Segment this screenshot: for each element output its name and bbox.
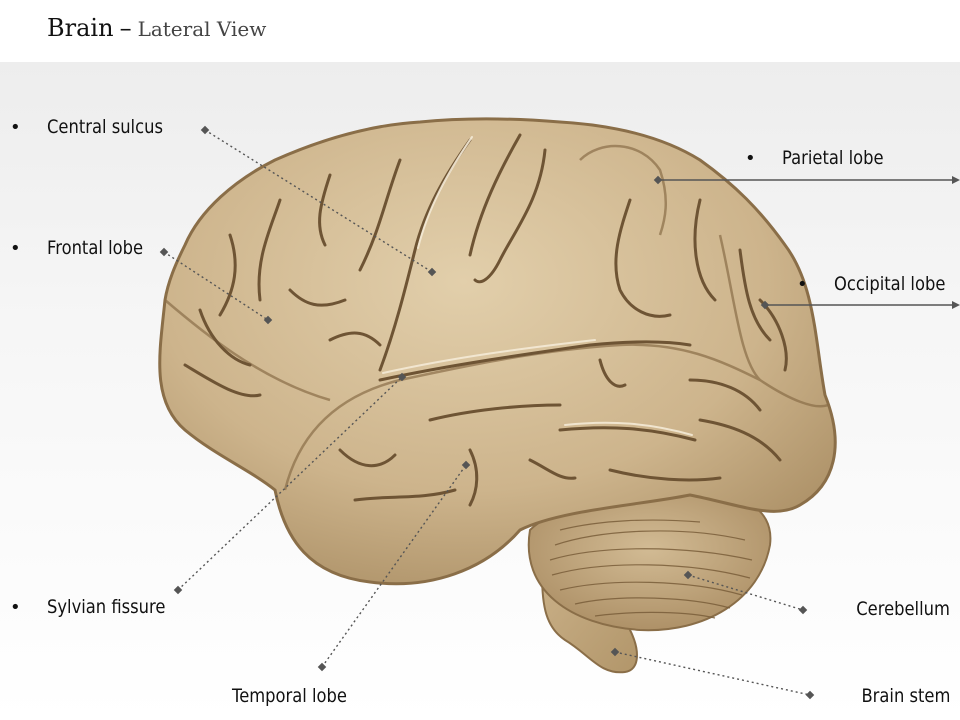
cerebrum-shape [158, 117, 837, 586]
sulci [183, 133, 788, 507]
page-title: Brain–Lateral View [47, 14, 266, 42]
title-bar: Brain–Lateral View [0, 0, 960, 62]
label-temporal-lobe: Temporal lobe [232, 685, 347, 707]
bullet-frontal-lobe: • [10, 238, 21, 259]
leader-arrowheads [952, 176, 960, 309]
label-sylvian-fissure: Sylvian fissure [47, 596, 166, 618]
leader-lines [163, 129, 955, 696]
bullet-sylvian-fissure: • [10, 597, 21, 618]
leader-temporal-lobe [321, 464, 467, 668]
leader-cerebellum [687, 574, 804, 611]
leader-frontal-lobe [163, 251, 269, 321]
label-cerebellum: Cerebellum [856, 598, 950, 620]
bullet-parietal-lobe: • [745, 148, 756, 169]
leader-brain-stem [614, 651, 811, 696]
label-central-sulcus: Central sulcus [47, 116, 163, 138]
bullet-occipital-lobe: • [797, 274, 808, 295]
bullet-central-sulcus: • [10, 117, 21, 138]
label-occipital-lobe: Occipital lobe [834, 273, 946, 295]
leader-sylvian-fissure [177, 376, 403, 591]
arrowhead-occipital [952, 301, 960, 309]
title-subtitle: Lateral View [137, 17, 267, 41]
arrowhead-parietal [952, 176, 960, 184]
title-separator: – [119, 14, 132, 42]
cerebellum-folia [549, 519, 753, 619]
title-main: Brain [47, 14, 114, 42]
label-frontal-lobe: Frontal lobe [47, 237, 144, 259]
lobe-regions [164, 144, 829, 491]
label-brain-stem: Brain stem [861, 685, 950, 707]
leader-endpoints [159, 125, 815, 700]
label-parietal-lobe: Parietal lobe [782, 147, 884, 169]
highlight-grooves [382, 136, 693, 436]
